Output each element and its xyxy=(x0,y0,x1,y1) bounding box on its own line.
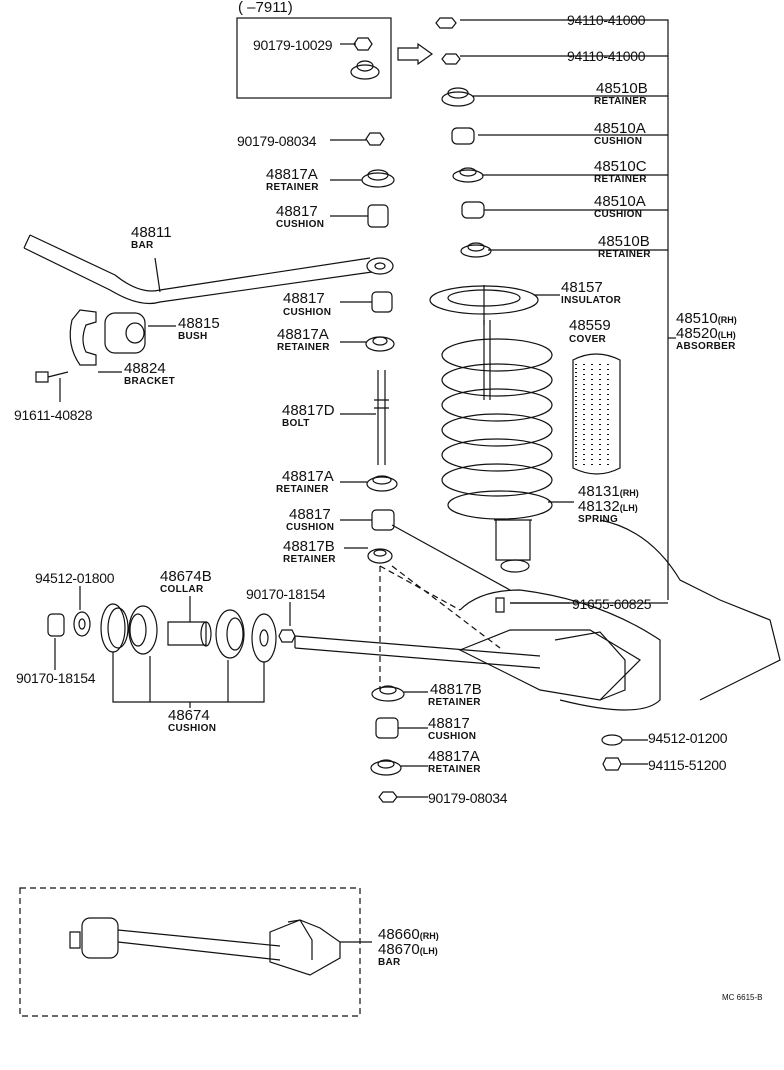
part-48817-2: 48817 xyxy=(283,290,325,307)
part-48815: 48815 xyxy=(178,315,220,332)
part-48510B-1: 48510B xyxy=(596,80,648,97)
part-94115-51200: 94115-51200 xyxy=(648,757,727,773)
part-48132-lh: 48132(LH) xyxy=(578,499,638,516)
label-bush: BUSH xyxy=(178,331,208,342)
part-94512-01800: 94512-01800 xyxy=(35,570,115,586)
part-48817-1: 48817 xyxy=(276,203,318,220)
label-cushion-7: CUSHION xyxy=(428,731,477,742)
suffix-rh-3: (RH) xyxy=(419,931,439,941)
label-retainer-3: RETAINER xyxy=(598,249,651,260)
suffix-rh-1: (RH) xyxy=(717,315,737,325)
label-bar-1: BAR xyxy=(131,240,154,251)
part-48817-4: 48817 xyxy=(428,715,470,732)
part-48510B-2: 48510B xyxy=(598,233,650,250)
part-48817B-2: 48817B xyxy=(430,681,482,698)
part-48817B-1: 48817B xyxy=(283,538,335,555)
suffix-lh-2: (LH) xyxy=(619,503,638,513)
suffix-lh-1: (LH) xyxy=(717,330,736,340)
coil-spring xyxy=(441,338,553,520)
part-48510: 48510 xyxy=(676,310,718,327)
header-range: ( –7911) xyxy=(238,0,293,16)
part-48132: 48132 xyxy=(578,498,620,515)
part-48559: 48559 xyxy=(569,317,611,334)
label-retainer-8: RETAINER xyxy=(428,697,481,708)
part-48510A-1: 48510A xyxy=(594,120,646,137)
label-bracket: BRACKET xyxy=(124,376,175,387)
part-48817A-1: 48817A xyxy=(266,166,318,183)
part-94512-01200: 94512-01200 xyxy=(648,730,728,746)
part-48817-3: 48817 xyxy=(289,506,331,523)
label-retainer-6: RETAINER xyxy=(276,484,329,495)
part-48510C: 48510C xyxy=(594,158,647,175)
part-90179-08034-a: 90179-08034 xyxy=(237,133,317,149)
arrow-icon xyxy=(397,42,434,66)
label-absorber: ABSORBER xyxy=(676,341,736,352)
label-cushion-3: CUSHION xyxy=(276,219,325,230)
part-90179-10029: 90179-10029 xyxy=(253,37,333,53)
label-retainer-9: RETAINER xyxy=(428,764,481,775)
part-48660-rh: 48660(RH) xyxy=(378,927,439,944)
part-90179-08034-b: 90179-08034 xyxy=(428,790,508,806)
label-collar: COLLAR xyxy=(160,584,204,595)
label-bolt: BOLT xyxy=(282,418,310,429)
part-48131-rh: 48131(RH) xyxy=(578,484,639,501)
part-48674: 48674 xyxy=(168,707,210,724)
label-retainer-4: RETAINER xyxy=(266,182,319,193)
part-48131: 48131 xyxy=(578,483,620,500)
part-48670: 48670 xyxy=(378,941,420,958)
part-48674B: 48674B xyxy=(160,568,212,585)
label-insulator: INSULATOR xyxy=(561,295,622,306)
label-retainer-5: RETAINER xyxy=(277,342,330,353)
label-cushion-4: CUSHION xyxy=(283,307,332,318)
suffix-lh-3: (LH) xyxy=(419,946,438,956)
label-cushion-5: CUSHION xyxy=(286,522,335,533)
label-spring: SPRING xyxy=(578,514,619,525)
label-retainer-1: RETAINER xyxy=(594,96,647,107)
part-90170-18154-b: 90170-18154 xyxy=(16,670,96,686)
label-bar-2: BAR xyxy=(378,957,401,968)
part-48670-lh: 48670(LH) xyxy=(378,942,438,959)
label-cushion-6: CUSHION xyxy=(168,723,217,734)
part-48660: 48660 xyxy=(378,926,420,943)
inset-box-alternative-bar xyxy=(19,887,361,1017)
part-48510A-2: 48510A xyxy=(594,193,646,210)
part-91655-60825: 91655-60825 xyxy=(572,596,652,612)
label-cover: COVER xyxy=(569,334,607,345)
part-48817A-2: 48817A xyxy=(277,326,329,343)
part-91611-40828: 91611-40828 xyxy=(14,407,93,423)
label-cushion-1: CUSHION xyxy=(594,136,643,147)
suffix-rh-2: (RH) xyxy=(619,488,639,498)
shock-cover xyxy=(572,353,621,475)
part-48817D: 48817D xyxy=(282,402,335,419)
footer-code: MC 6615-B xyxy=(722,993,762,1002)
label-cushion-2: CUSHION xyxy=(594,209,643,220)
part-90170-18154-a: 90170-18154 xyxy=(246,586,326,602)
part-48510-rh: 48510(RH) xyxy=(676,311,737,328)
part-48817A-3: 48817A xyxy=(282,468,334,485)
label-retainer-7: RETAINER xyxy=(283,554,336,565)
part-94110-41000-b: 94110-41000 xyxy=(567,48,646,64)
part-48520-lh: 48520(LH) xyxy=(676,326,736,343)
part-48157: 48157 xyxy=(561,279,603,296)
part-48824: 48824 xyxy=(124,360,166,377)
label-retainer-2: RETAINER xyxy=(594,174,647,185)
part-48811: 48811 xyxy=(131,224,172,241)
inset-box-early-type xyxy=(236,17,392,99)
part-48520: 48520 xyxy=(676,325,718,342)
part-94110-41000-a: 94110-41000 xyxy=(567,12,646,28)
stabilizer-bar xyxy=(29,234,371,292)
part-48817A-4: 48817A xyxy=(428,748,480,765)
